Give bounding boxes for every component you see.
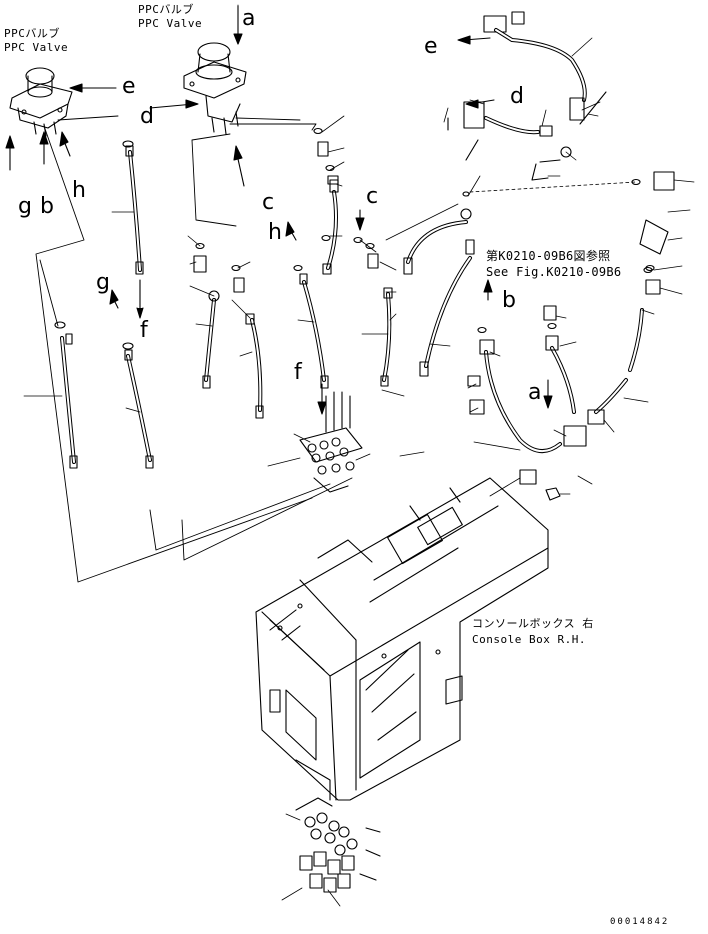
hose-left-2 [122, 342, 154, 469]
hose-left-3 [122, 140, 144, 319]
hose-mid-1 [202, 290, 220, 389]
console-box-en-label: Console Box R.H. [472, 633, 586, 646]
callout-c-mid: c [262, 190, 275, 215]
ppc-valve-left-en-label: PPC Valve [4, 41, 69, 54]
reference-en-label: See Fig.K0210-09B6 [486, 265, 622, 279]
hose-mid-4 [322, 179, 339, 275]
hose-mid-6 [403, 208, 472, 275]
callout-f-mid: f [140, 318, 148, 343]
callout-f-low: f [294, 360, 302, 385]
callout-d-top: d [510, 84, 524, 109]
fittings-middle [193, 127, 379, 293]
direction-arrows [5, 5, 553, 415]
callout-c-right: c [366, 184, 379, 209]
pipe-right-group [467, 171, 675, 501]
callout-b-left: b [40, 194, 54, 219]
dashed-guide [237, 1, 637, 193]
ppc-valve-right [183, 42, 247, 135]
o-rings-right [462, 178, 653, 274]
callout-h-left: h [72, 178, 86, 203]
leader-lines [35, 115, 353, 583]
callout-h-mid: h [268, 220, 282, 245]
callout-g-mid: g [96, 270, 110, 295]
figure-code-label: 00014842 [610, 917, 670, 927]
callout-e-left: e [122, 74, 136, 99]
ppc-valve-left [9, 67, 73, 137]
console-box-jp-label: コンソールボックス 右 [472, 617, 594, 630]
hose-mid-3 [299, 273, 329, 389]
console-box [255, 477, 549, 801]
callout-d-left: d [140, 104, 154, 129]
callout-e-top: e [424, 34, 438, 59]
hose-mid-2 [245, 313, 264, 419]
bottom-fittings [295, 797, 381, 893]
callout-g-left: g [18, 194, 32, 219]
ppc-valve-right-jp-label: PPCバルブ [138, 3, 194, 16]
hose-mid-7 [419, 239, 475, 377]
callout-a-top: a [242, 6, 256, 31]
hose-left-1 [54, 321, 78, 469]
ppc-valve-left-jp-label: PPCバルブ [4, 27, 60, 40]
hose-mid-5 [380, 287, 393, 387]
ppc-valve-right-en-label: PPC Valve [138, 17, 203, 30]
callout-ticks [23, 37, 695, 907]
reference-jp-label: 第K0210-09B6図参照 [486, 249, 611, 263]
pipe-top-right [447, 11, 607, 181]
callout-a-right: a [528, 380, 542, 405]
callout-b-right: b [502, 288, 516, 313]
manifold-block [299, 391, 363, 493]
